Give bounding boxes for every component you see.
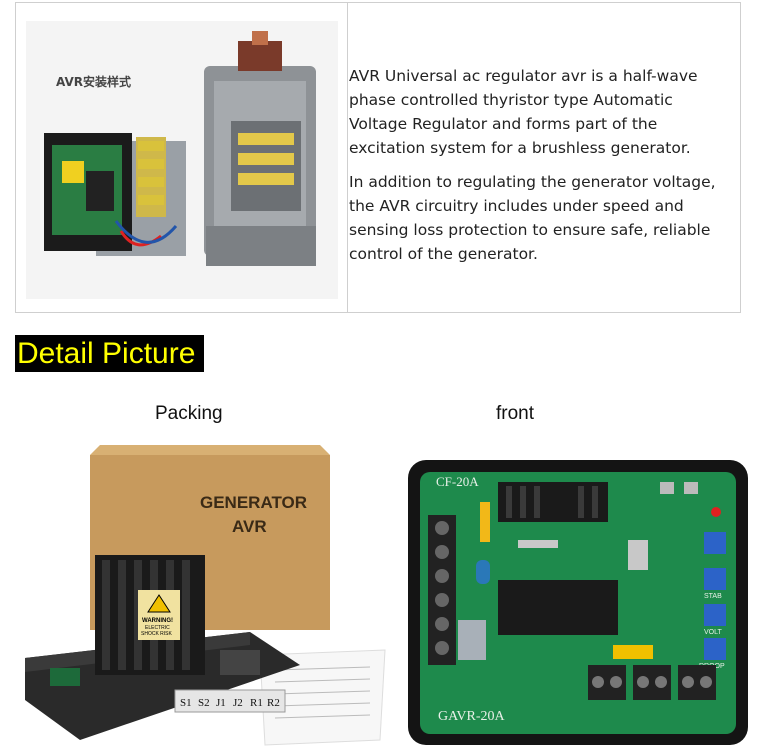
packing-photo: GENERATOR AVR WARNING! ELECTRIC SHOCK RI… <box>20 440 390 753</box>
installation-caption: AVR安装样式 <box>56 75 132 89</box>
table-divider <box>347 3 348 312</box>
intro-description: AVR Universal ac regulator avr is a half… <box>349 64 735 276</box>
board-bottom-label: GAVR-20A <box>438 709 506 724</box>
box-text-generator: GENERATOR <box>200 493 307 512</box>
intro-paragraph-1: AVR Universal ac regulator avr is a half… <box>349 67 698 157</box>
terminal-label: S2 <box>198 697 210 709</box>
front-label: front <box>496 403 535 424</box>
front-photo: CF-20A STAB VOLT DROOP <box>398 440 768 753</box>
front-board-illustration: CF-20A STAB VOLT DROOP <box>408 460 748 745</box>
packing-illustration: GENERATOR AVR WARNING! ELECTRIC SHOCK RI… <box>25 445 386 746</box>
pot-label-volt: VOLT <box>704 629 722 636</box>
terminal-label: R1 <box>250 697 263 709</box>
terminal-label: J1 <box>216 697 226 709</box>
terminal-label: J2 <box>233 697 243 709</box>
box-text-avr: AVR <box>232 517 267 536</box>
warning-text-electric: ELECTRIC <box>145 625 170 631</box>
terminal-label: R2 <box>267 697 280 709</box>
installation-illustration <box>26 21 338 299</box>
intro-table: AVR安装样式 AVR Universal ac regulator avr i… <box>15 2 741 313</box>
installation-photo: AVR安装样式 <box>26 21 338 299</box>
warning-text: WARNING! <box>142 618 173 624</box>
pot-label-stab: STAB <box>704 593 722 600</box>
intro-paragraph-2: In addition to regulating the generator … <box>349 173 716 263</box>
packing-label: Packing <box>155 403 223 424</box>
board-top-label: CF-20A <box>436 474 479 489</box>
detail-heading: Detail Picture <box>15 335 205 372</box>
warning-text-shock: SHOCK RISK <box>141 631 173 637</box>
terminal-label: S1 <box>180 697 192 709</box>
